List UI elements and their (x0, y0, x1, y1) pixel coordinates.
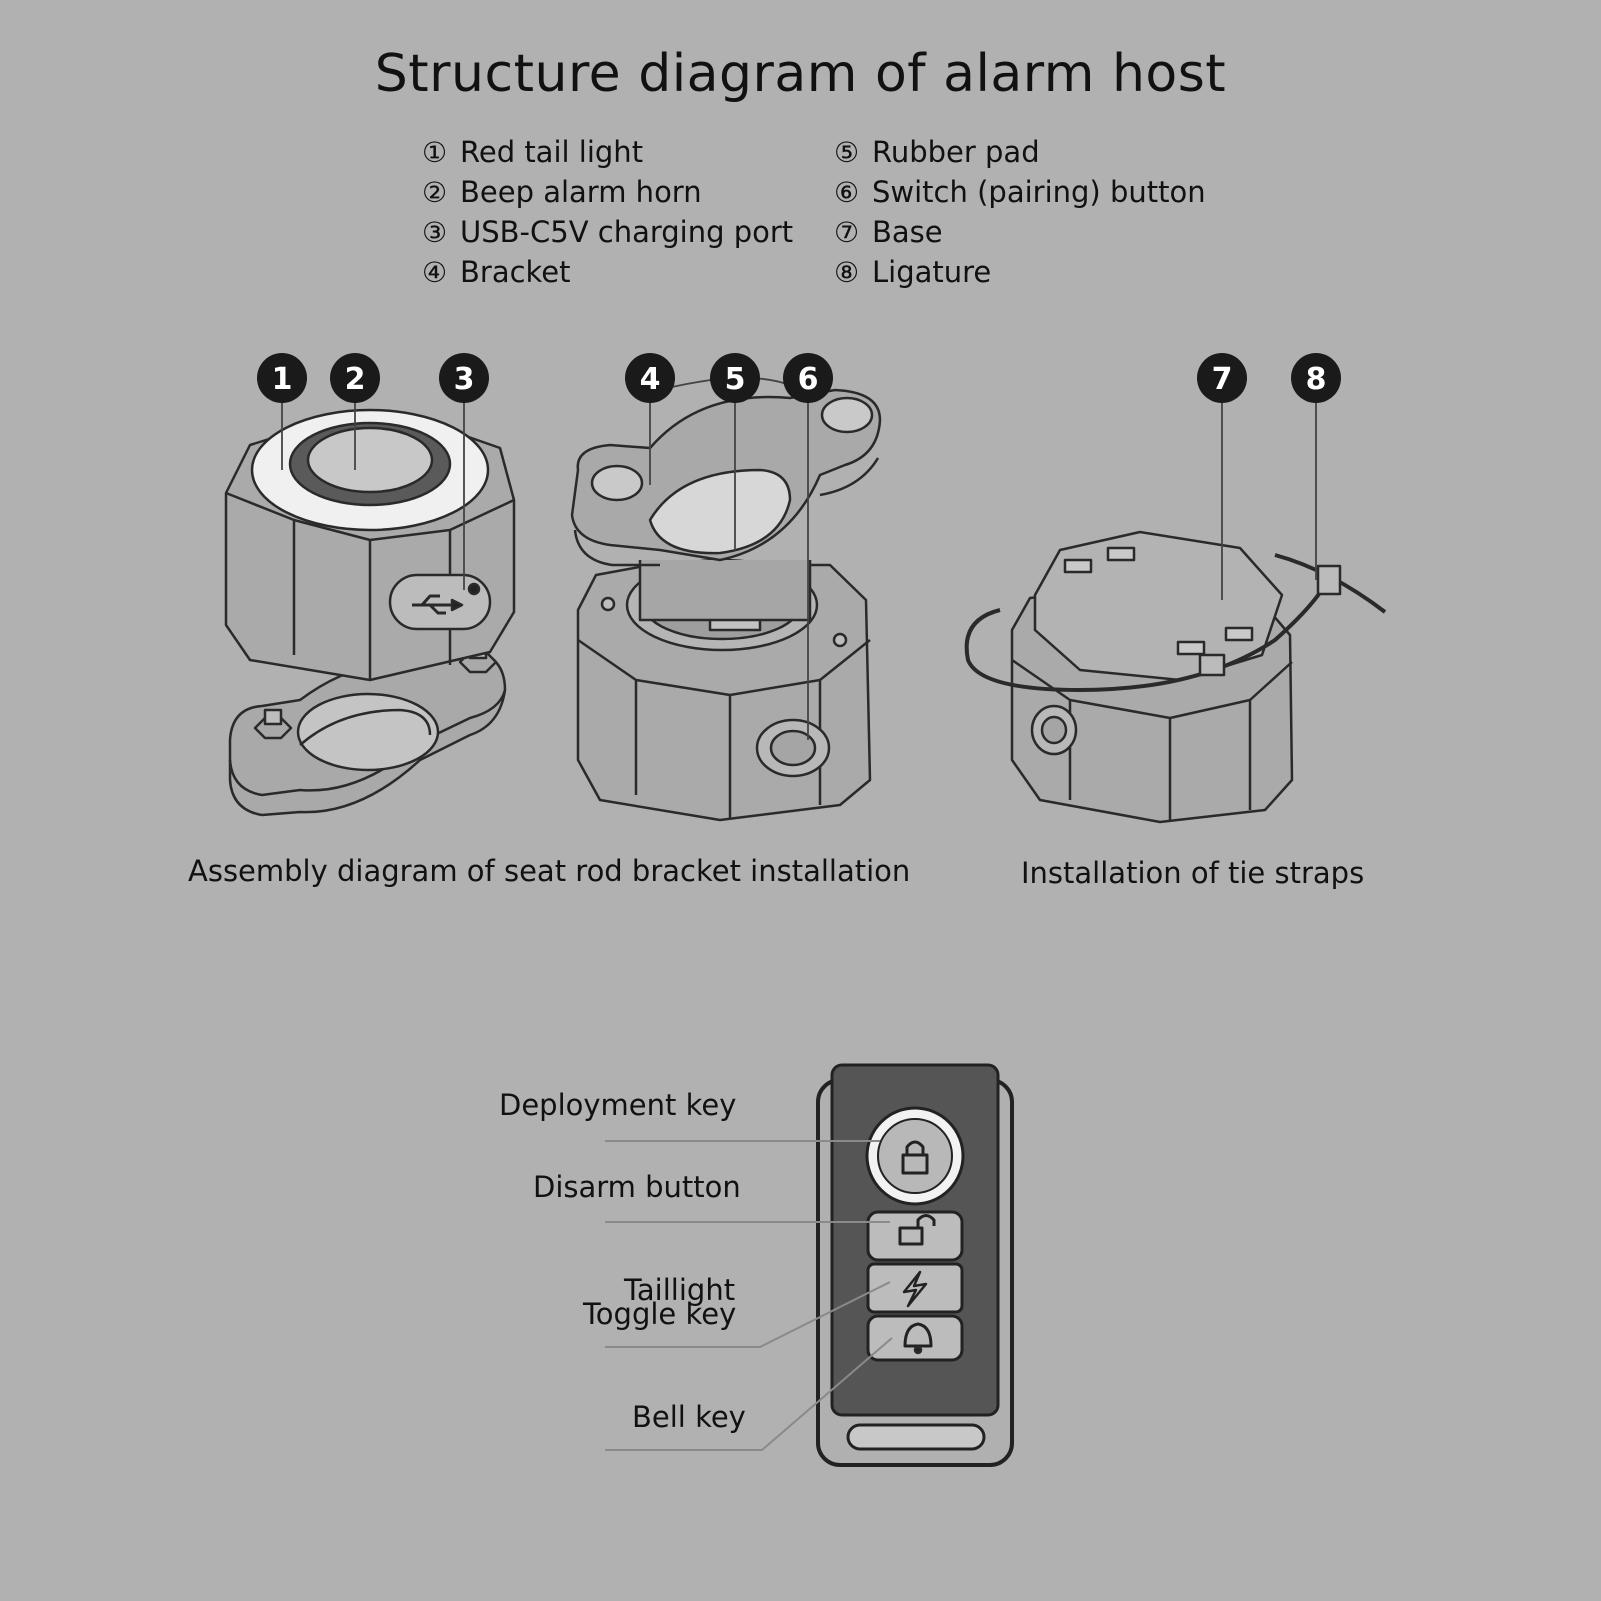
badge-6: 6 (783, 353, 833, 403)
legend-number: ③ (422, 216, 448, 249)
label-bell-key: Bell key (632, 1400, 746, 1434)
legend-label: Switch (pairing) button (872, 175, 1206, 209)
legend-right-column: ⑤ Rubber pad ⑥ Switch (pairing) button ⑦ Ba… (834, 132, 1206, 292)
label-deployment-key: Deployment key (499, 1088, 737, 1122)
label-taillight: Taillight (624, 1273, 736, 1307)
badge-4: 4 (625, 353, 675, 403)
caption-seat-rod-assembly: Assembly diagram of seat rod bracket ins… (188, 854, 911, 888)
legend-item: ② Beep alarm horn (422, 172, 793, 212)
legend-item: ⑦ Base (834, 212, 1206, 252)
legend-number: ① (422, 136, 448, 169)
badge-2: 2 (330, 353, 380, 403)
badge-5: 5 (710, 353, 760, 403)
svg-text:6: 6 (798, 362, 819, 397)
svg-text:4: 4 (640, 362, 661, 397)
base-bracket-device (570, 388, 882, 822)
legend-number: ⑧ (834, 256, 860, 289)
legend-label: Beep alarm horn (460, 175, 702, 209)
legend-number: ⑦ (834, 216, 860, 249)
svg-text:8: 8 (1306, 362, 1327, 397)
svg-text:5: 5 (725, 362, 746, 397)
tie-strap-device (964, 530, 1387, 824)
legend-item: ⑥ Switch (pairing) button (834, 172, 1206, 212)
badge-3: 3 (439, 353, 489, 403)
legend-label: Rubber pad (872, 135, 1040, 169)
legend-item: ⑧ Ligature (834, 252, 1206, 292)
legend-number: ⑤ (834, 136, 860, 169)
legend-item: ⑤ Rubber pad (834, 132, 1206, 172)
alarm-host-device (224, 408, 516, 817)
svg-text:1: 1 (272, 362, 293, 397)
legend-label: Red tail light (460, 135, 644, 169)
legend-label: Base (872, 215, 943, 249)
legend-number: ② (422, 176, 448, 209)
page-title: Structure diagram of alarm host (374, 44, 1227, 104)
number-badges: 1 2 3 4 5 6 7 8 (257, 353, 1341, 403)
remote-leader-lines (605, 1140, 893, 1451)
legend-number: ⑥ (834, 176, 860, 209)
legend-number: ④ (422, 256, 448, 289)
badge-7: 7 (1197, 353, 1247, 403)
svg-text:3: 3 (454, 362, 475, 397)
caption-tie-straps: Installation of tie straps (1021, 856, 1365, 890)
svg-text:2: 2 (345, 362, 366, 397)
legend-label: USB-C5V charging port (460, 215, 794, 249)
label-toggle-key: Toggle key (583, 1297, 737, 1331)
legend-item: ③ USB-C5V charging port (422, 212, 793, 252)
badge-1: 1 (257, 353, 307, 403)
remote-control (816, 1063, 1014, 1467)
legend-item: ① Red tail light (422, 132, 793, 172)
legend-label: Bracket (460, 255, 571, 289)
legend-label: Ligature (872, 255, 992, 289)
legend-left-column: ① Red tail light ② Beep alarm horn ③ USB-C5… (422, 132, 793, 292)
badge-8: 8 (1291, 353, 1341, 403)
legend-item: ④ Bracket (422, 252, 793, 292)
label-disarm-button: Disarm button (533, 1170, 741, 1204)
svg-text:7: 7 (1212, 362, 1233, 397)
